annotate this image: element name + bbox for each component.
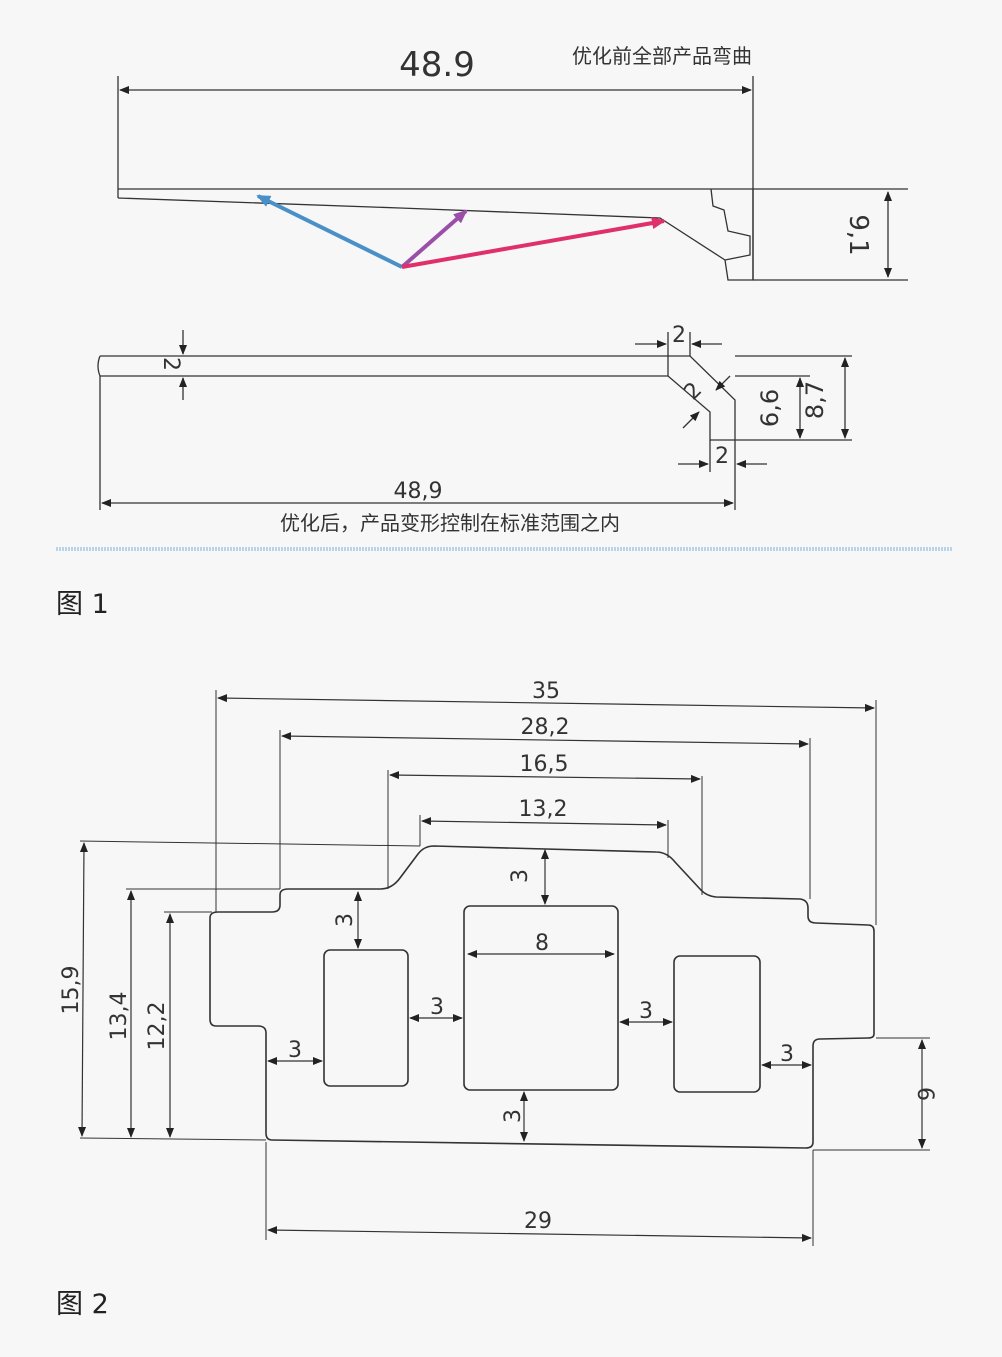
profile-outline: [209, 845, 875, 1149]
center-hole: [463, 905, 619, 1091]
width-282-line: [281, 732, 809, 748]
bottom-width-label: 29: [524, 1209, 552, 1234]
gap-right-label: 3: [639, 999, 653, 1024]
top-caption: 优化前全部产品弯曲: [572, 44, 752, 68]
figure2-drawing: [78, 690, 930, 1246]
top-width-label: 48.9: [399, 45, 475, 85]
figure2-labels: 35 28,2 16,5 13,2 15,9 13,4 12,2 3 3 8 3…: [59, 679, 937, 1234]
thickness-label: 2: [158, 357, 183, 371]
extension-line: [79, 840, 421, 847]
slope-arrow-lower: [682, 411, 700, 429]
center-hole-width-label: 8: [535, 931, 549, 956]
left-hole-top-label: 3: [333, 913, 358, 927]
deformation-arrows: [256, 194, 666, 269]
height-159-line: [78, 842, 88, 1137]
height-159-label: 15,9: [59, 966, 84, 1015]
width-165-line: [389, 771, 701, 783]
purple-deformation-arrow: [400, 209, 468, 269]
height-outer-label: 8,7: [801, 381, 829, 419]
figure2-label: 图 2: [56, 1289, 109, 1320]
right-wall-label: 3: [780, 1042, 794, 1067]
bottom-caption: 优化后，产品变形控制在标准范围之内: [280, 511, 620, 535]
bent-profile-outline: [117, 188, 754, 281]
width-132-label: 13,2: [519, 797, 568, 822]
top-wall-label: 3: [508, 869, 533, 883]
width-282-label: 28,2: [521, 715, 570, 740]
top-height-label: 9,1: [843, 214, 873, 255]
right-height-label: 6: [912, 1087, 937, 1101]
figure1-label: 图 1: [56, 589, 109, 620]
slope-label: 2: [680, 378, 708, 406]
right-hole: [673, 955, 761, 1093]
bottom-wall-label: 3: [501, 1109, 526, 1123]
blue-deformation-arrow: [256, 194, 403, 269]
height-122-label: 12,2: [145, 1002, 170, 1051]
straight-profile-outline: [97, 355, 736, 441]
pink-deformation-arrow: [401, 217, 666, 269]
top-right-label: 2: [672, 323, 686, 348]
left-wall-label: 3: [288, 1038, 302, 1063]
height-inner-label: 6,6: [756, 389, 784, 427]
overall-width-line: [217, 694, 875, 712]
gap-left-label: 3: [430, 995, 444, 1020]
height-134-label: 13,4: [107, 992, 132, 1041]
figure1-bottom-view: [97, 330, 852, 510]
bottom-right-label: 2: [715, 444, 729, 469]
left-hole: [323, 949, 409, 1087]
overall-width-label: 35: [532, 679, 560, 704]
width-165-label: 16,5: [520, 752, 569, 777]
bottom-width-label: 48,9: [394, 479, 443, 504]
slope-arrow-upper: [715, 375, 731, 391]
bottom-width-line: [267, 1226, 812, 1242]
extension-line: [79, 1137, 267, 1141]
width-132-line: [421, 817, 667, 829]
